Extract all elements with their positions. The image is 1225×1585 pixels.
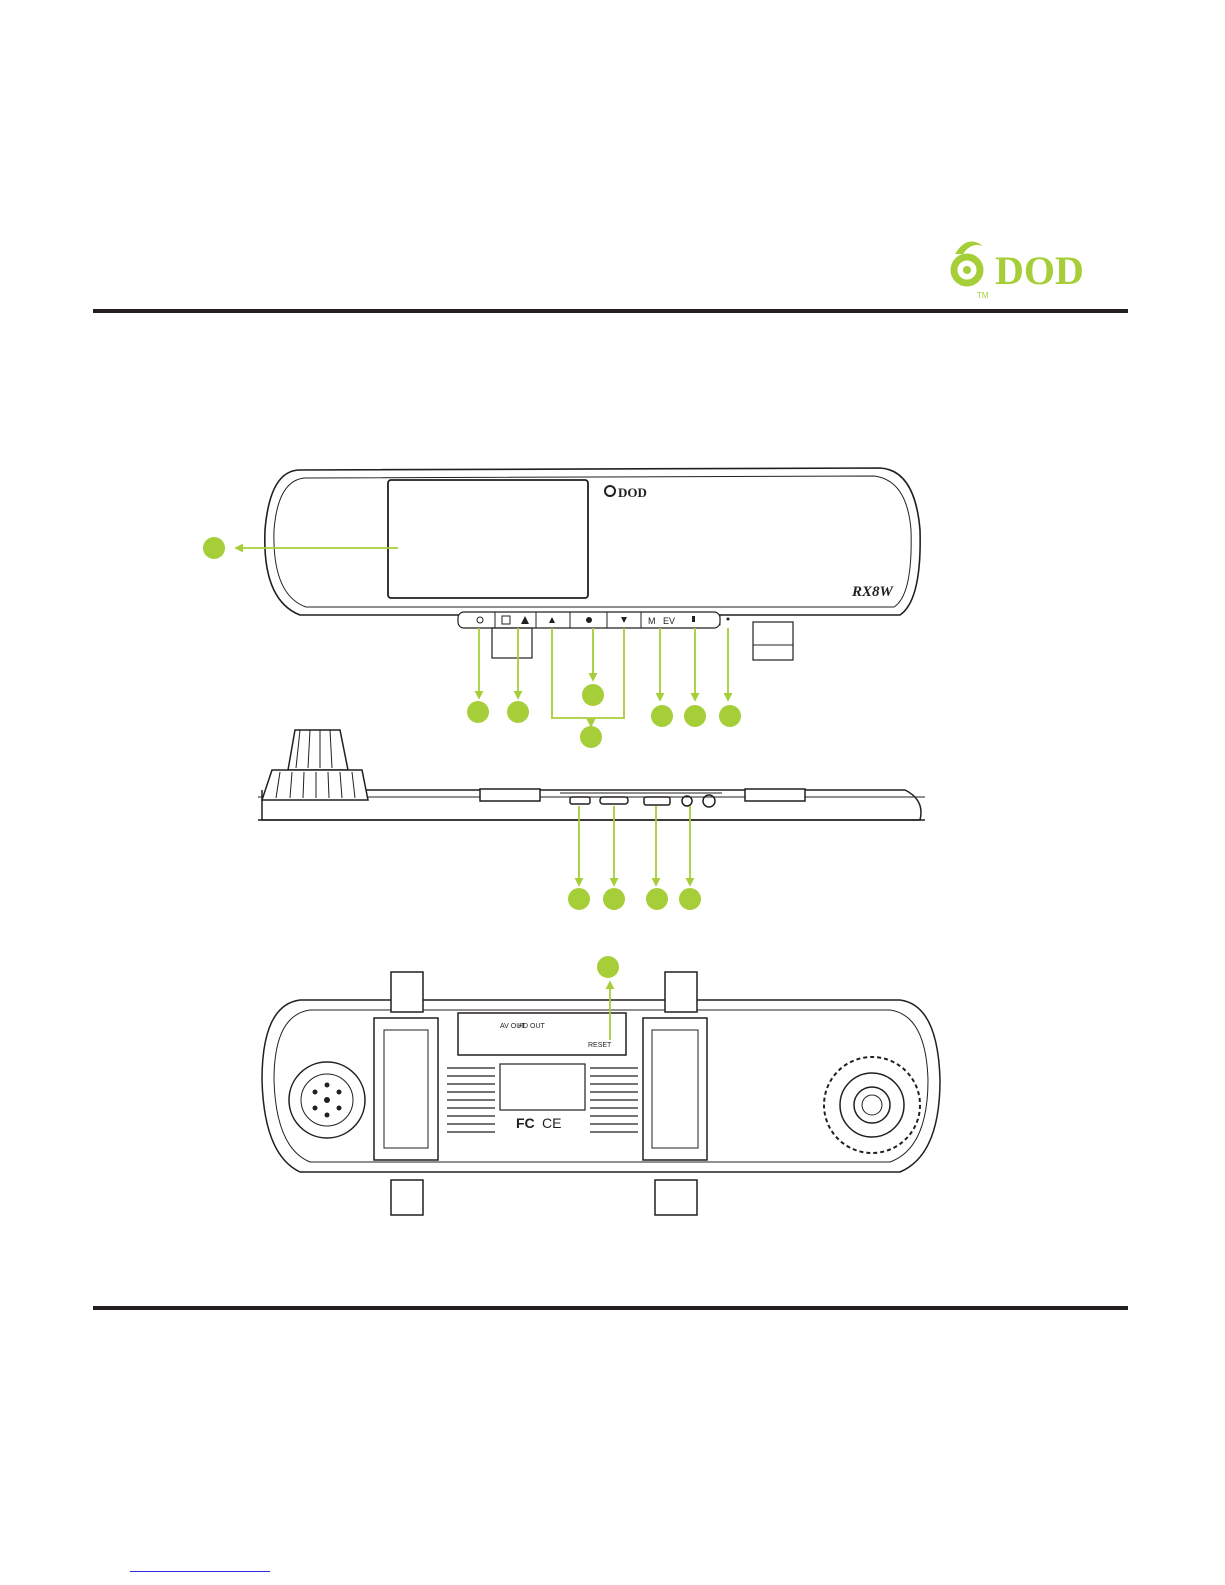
record-icon	[586, 617, 592, 623]
back-callout-dots	[597, 956, 619, 978]
ev-button-label: EV	[663, 616, 675, 626]
model-label: RX8W	[851, 584, 895, 600]
back-view	[262, 972, 940, 1215]
ce-mark: CE	[542, 1115, 561, 1131]
mic-icon	[692, 616, 695, 622]
reset-label: RESET	[588, 1042, 612, 1049]
bottom-callout-dots	[568, 888, 701, 910]
hd-out-label: HD OUT	[518, 1023, 546, 1030]
indicator-led	[727, 618, 730, 621]
fcc-mark: FC	[516, 1115, 535, 1131]
mode-button-label: M	[648, 616, 656, 626]
footer-link-underline[interactable]	[130, 1571, 270, 1572]
front-logo: DOD	[618, 485, 647, 500]
